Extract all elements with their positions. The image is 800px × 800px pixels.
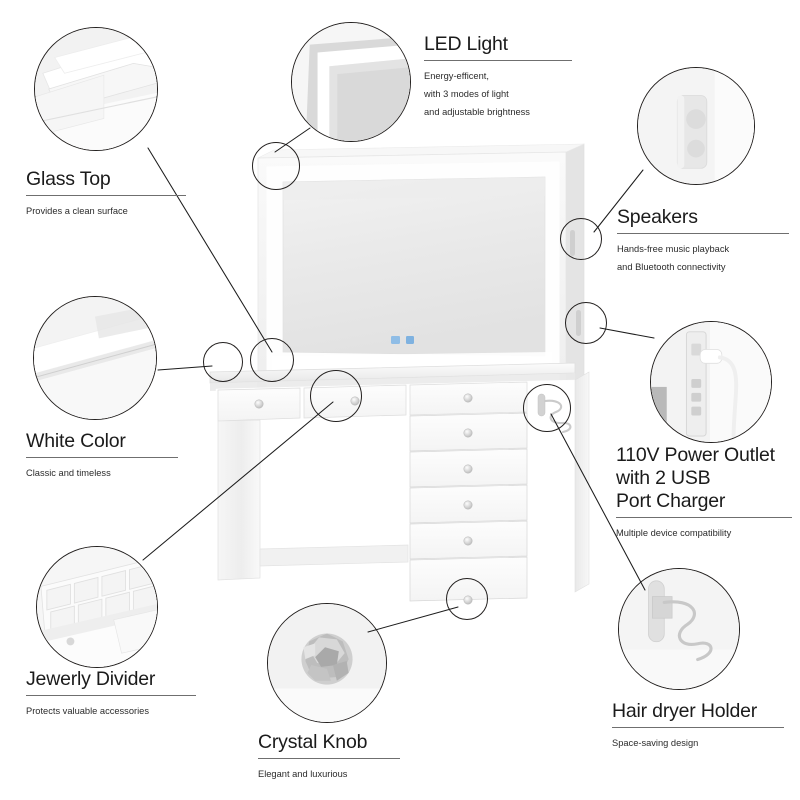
mirror-glass (282, 176, 546, 357)
leader-line-power-outlet (599, 327, 655, 339)
white-finish-thumbnail (33, 296, 157, 420)
crystal-knob-thumbnail-art (268, 604, 386, 722)
callout-rule-crystal-knob (258, 758, 400, 759)
white-finish-thumbnail-art (34, 297, 156, 419)
power-outlet-thumbnail-art (651, 322, 771, 442)
pointer-circle-white-color (203, 342, 243, 382)
cabinet-side-panel (574, 371, 590, 593)
callout-line-glass-top-0: Provides a clean surface (26, 206, 128, 216)
drawer-knob[interactable] (463, 500, 473, 510)
callout-title-speakers: Speakers (617, 206, 698, 228)
glass-top-thumbnail (34, 27, 158, 151)
callout-led-light: LED Light Energy-efficent, with 3 modes … (424, 33, 572, 121)
callout-title-led-light: LED Light (424, 33, 508, 55)
callout-line-jewerly-divider-0: Protects valuable accessories (26, 706, 149, 716)
callout-line-power-outlet-0: Multiple device compatibility (616, 528, 732, 538)
hair-dryer-holder-thumbnail-art (619, 569, 739, 689)
bottom-stretcher (259, 544, 409, 567)
callout-title-hair-dryer-holder: Hair dryer Holder (612, 700, 758, 722)
callout-title-white-color: White Color (26, 430, 126, 452)
top-drawer-right[interactable] (409, 381, 528, 416)
callout-speakers: Speakers Hands-free music playback and B… (617, 206, 789, 276)
drawer-knob[interactable] (254, 399, 264, 409)
callout-crystal-knob: Crystal Knob Elegant and luxurious (258, 731, 400, 783)
mirror-touch-control-bluetooth-icon[interactable] (406, 336, 414, 344)
led-light-thumbnail-art (292, 23, 410, 141)
callout-rule-jewerly-divider (26, 695, 196, 696)
desk-body (215, 379, 576, 601)
knee-space (222, 418, 406, 566)
hair-dryer-holder-thumbnail (618, 568, 740, 690)
led-light-thumbnail (291, 22, 411, 142)
drawer-knob[interactable] (463, 393, 473, 403)
callout-white-color: White Color Classic and timeless (26, 430, 178, 482)
callout-line-hair-dryer-holder-0: Space-saving design (612, 738, 699, 748)
pointer-circle-power-outlet (565, 302, 607, 344)
callout-rule-glass-top (26, 195, 186, 196)
pointer-circle-jewerly-divider (310, 370, 362, 422)
jewelry-divider-thumbnail-art (37, 547, 157, 667)
mirror-reflection (283, 177, 545, 200)
callout-title-jewerly-divider: Jewerly Divider (26, 668, 156, 690)
right-drawer-3[interactable] (409, 484, 528, 524)
mirror-frame (257, 151, 567, 405)
right-drawer-2[interactable] (409, 448, 528, 488)
mirror-panel-side (565, 143, 585, 405)
led-bottom-glow (272, 352, 552, 376)
callout-rule-speakers (617, 233, 789, 234)
callout-rule-white-color (26, 457, 178, 458)
speaker-thumbnail-art (638, 68, 754, 184)
callout-line-white-color-0: Classic and timeless (26, 468, 111, 478)
callout-rule-hair-dryer-holder (612, 727, 784, 728)
callout-rule-power-outlet (616, 517, 792, 518)
crystal-knob-thumbnail (267, 603, 387, 723)
mirror-touch-control-brightness-icon[interactable] (391, 336, 400, 344)
speaker-thumbnail (637, 67, 755, 185)
power-outlet-thumbnail (650, 321, 772, 443)
callout-title-crystal-knob: Crystal Knob (258, 731, 368, 753)
drawer-knob[interactable] (463, 464, 473, 474)
callout-rule-led-light (424, 60, 572, 61)
top-drawer-left[interactable] (217, 387, 301, 422)
right-drawer-4[interactable] (409, 520, 528, 560)
pointer-circle-led-light (252, 142, 300, 190)
callout-hair-dryer-holder: Hair dryer Holder Space-saving design (612, 700, 784, 752)
led-glow-band (266, 161, 560, 394)
callout-title-glass-top: Glass Top (26, 168, 111, 190)
pointer-circle-crystal-knob (446, 578, 488, 620)
callout-line-led-light-0: Energy-efficent, (424, 71, 489, 81)
right-drawer-1[interactable] (409, 412, 528, 452)
mirror-panel-top-edge (257, 143, 585, 159)
left-side-panel (217, 419, 261, 581)
drawer-knob[interactable] (463, 536, 473, 546)
callout-glass-top: Glass Top Provides a clean surface (26, 168, 186, 220)
jewelry-divider-thumbnail (36, 546, 158, 668)
callout-jewerly-divider: Jewerly Divider Protects valuable access… (26, 668, 196, 720)
pointer-circle-speakers (560, 218, 602, 260)
glass-top-thumbnail-art (35, 28, 157, 150)
pointer-circle-glass-top (250, 338, 294, 382)
callout-line-speakers-0: Hands-free music playback (617, 244, 730, 254)
callout-line-speakers-1: and Bluetooth connectivity (617, 262, 726, 273)
pointer-circle-hair-dryer-holder (523, 384, 571, 432)
callout-line-led-light-1: with 3 modes of light (424, 89, 509, 100)
callout-power-outlet: 110V Power Outlet with 2 USB Port Charge… (616, 444, 792, 542)
callout-line-crystal-knob-0: Elegant and luxurious (258, 769, 348, 779)
drawer-knob[interactable] (463, 428, 473, 438)
callout-line-led-light-2: and adjustable brightness (424, 107, 530, 118)
callout-title-power-outlet: 110V Power Outlet with 2 USB Port Charge… (616, 444, 775, 512)
